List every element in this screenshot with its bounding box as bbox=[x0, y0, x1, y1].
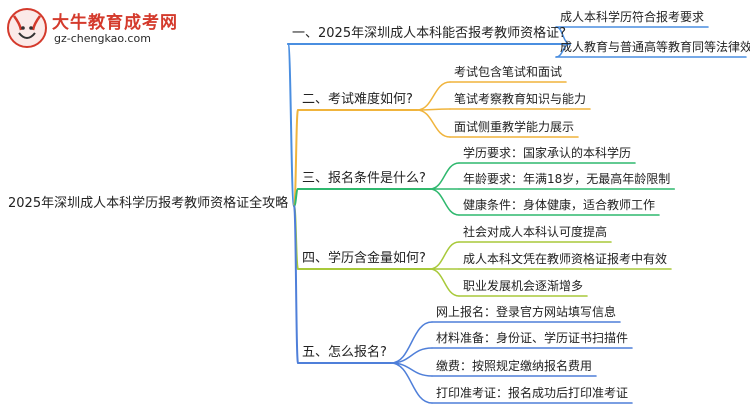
branch-4-leaf-1: 社会对成人本科认可度提高 bbox=[463, 225, 608, 239]
branch-5-leaf-3: 缴费：按照规定缴纳报名费用 bbox=[436, 359, 593, 373]
branch-4-leaf-3: 职业发展机会逐渐增多 bbox=[463, 279, 584, 293]
branch-5-leaf-2: 材料准备：身份证、学历证书扫描件 bbox=[436, 331, 629, 345]
branch-1-connector bbox=[287, 43, 296, 207]
logo-url: gz-chengkao.com bbox=[54, 32, 151, 45]
branch-4-leaf-2: 成人本科文凭在教师资格证报考中有效 bbox=[463, 252, 668, 266]
site-logo[interactable]: 大牛教育成考网 gz-chengkao.com bbox=[6, 6, 206, 50]
branch-4-label: 四、学历含金量如何? bbox=[302, 251, 426, 266]
branch-4-leaf-3-connector bbox=[429, 268, 460, 297]
branch-3-leaf-1-connector bbox=[429, 162, 460, 190]
branch-5-label: 五、怎么报名? bbox=[302, 345, 387, 360]
branch-1-leaf-2: 成人教育与普通高等教育同等法律效力 bbox=[560, 40, 750, 54]
branch-1-leaf-1: 成人本科学历符合报考要求 bbox=[560, 10, 705, 24]
bull-logo-icon bbox=[7, 8, 47, 48]
branch-5-leaf-4: 打印准考证：报名成功后打印准考证 bbox=[436, 386, 629, 400]
branch-2-leaf-3: 面试侧重教学能力展示 bbox=[454, 120, 575, 134]
mindmap-root-topic: 2025年深圳成人本科学历报考教师资格证全攻略 bbox=[8, 196, 289, 211]
branch-3-leaf-3: 健康条件：身体健康，适合教师工作 bbox=[463, 198, 656, 212]
branch-3-leaf-3-connector bbox=[429, 188, 460, 216]
branch-2-leaf-1-connector bbox=[416, 81, 451, 111]
branch-5-leaf-1: 网上报名：登录官方网站填写信息 bbox=[436, 305, 617, 319]
branch-3-label: 三、报名条件是什么? bbox=[302, 171, 426, 186]
branch-4-leaf-1-connector bbox=[429, 241, 460, 270]
branch-5-leaf-1-connector bbox=[390, 321, 433, 364]
branch-5-leaf-4-connector bbox=[390, 362, 433, 404]
branch-3-leaf-1: 学历要求：国家承认的本科学历 bbox=[463, 146, 632, 160]
branch-2-leaf-3-connector bbox=[416, 109, 451, 138]
branch-2-leaf-1: 考试包含笔试和面试 bbox=[454, 65, 563, 79]
branch-2-label: 二、考试难度如何? bbox=[302, 92, 413, 107]
branch-3-leaf-2: 年龄要求：年满18岁，无最高年龄限制 bbox=[463, 172, 671, 186]
logo-title: 大牛教育成考网 bbox=[52, 13, 178, 33]
branch-2-leaf-2: 笔试考察教育知识与能力 bbox=[454, 92, 587, 106]
branch-1-label: 一、2025年深圳成人本科能否报考教师资格证? bbox=[292, 26, 566, 41]
branch-5-connector bbox=[293, 205, 299, 364]
